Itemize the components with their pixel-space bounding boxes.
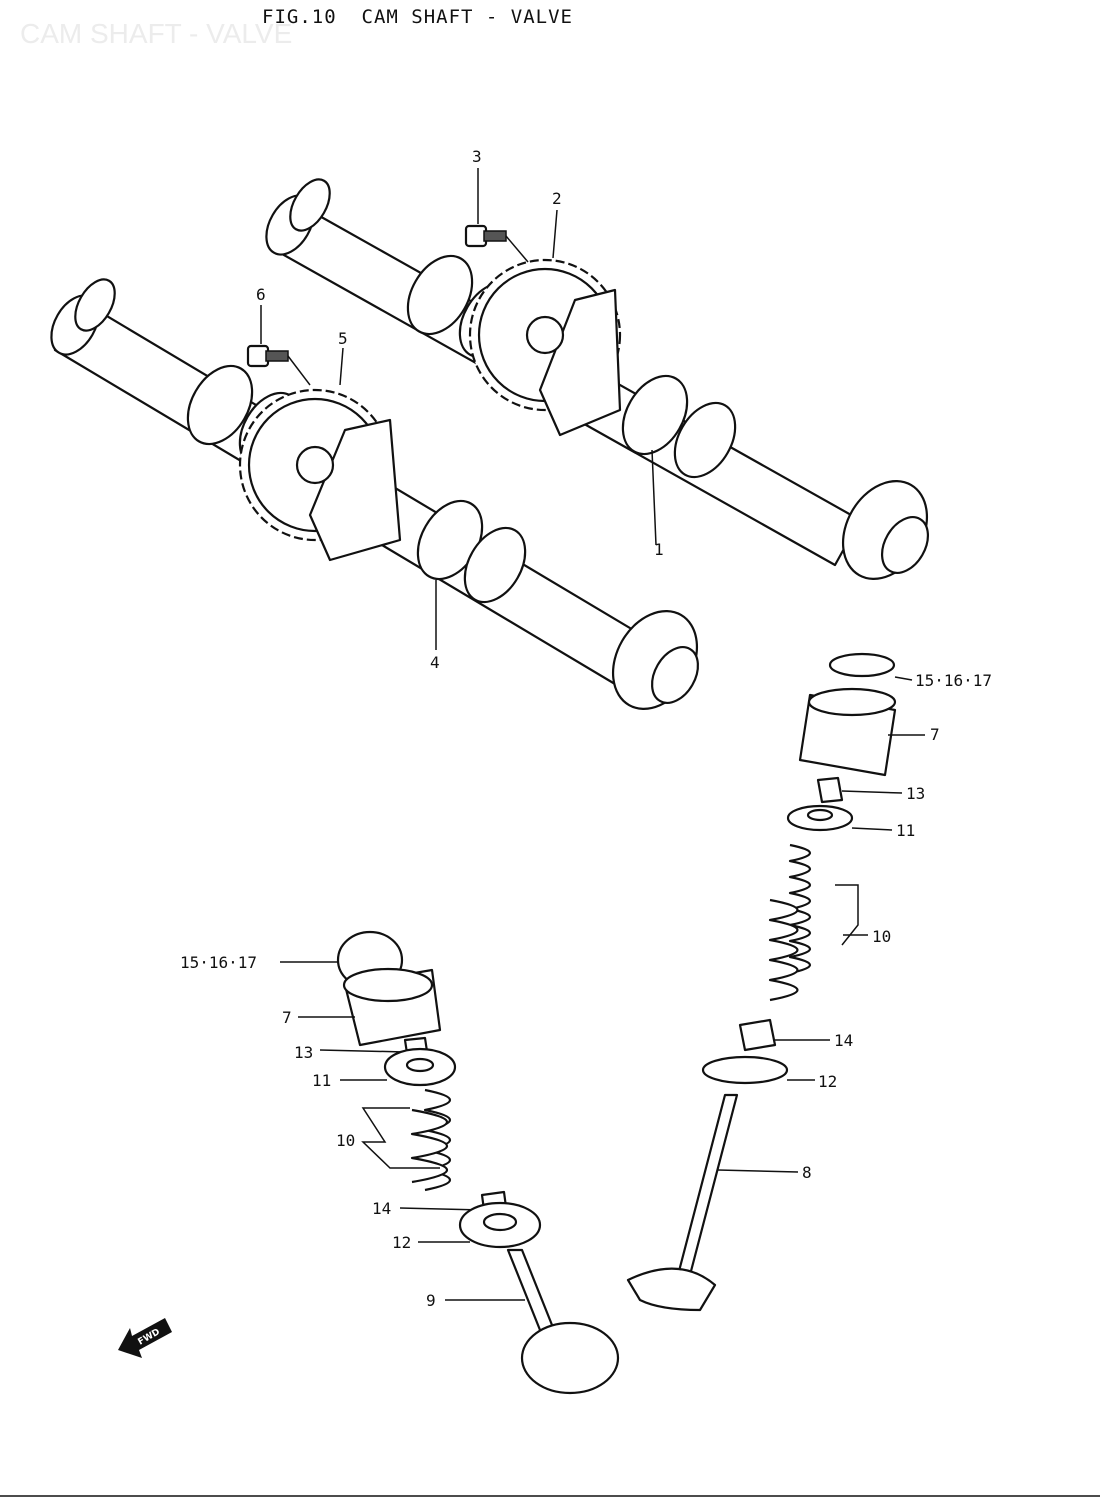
fwd-arrow-icon: FWD bbox=[118, 1318, 172, 1358]
bolt-6 bbox=[246, 305, 311, 386]
retainer-right bbox=[786, 804, 893, 832]
figure-title: FIG.10 CAM SHAFT - VALVE bbox=[262, 6, 573, 28]
callout-9: 9 bbox=[426, 1291, 436, 1310]
callout-3: 3 bbox=[472, 147, 482, 166]
retainer-left bbox=[340, 1047, 457, 1087]
seat-left bbox=[418, 1201, 542, 1249]
callout-15-16-17-right: 15·16·17 bbox=[915, 671, 992, 690]
callout-6: 6 bbox=[256, 285, 266, 304]
seat-right bbox=[701, 1055, 815, 1085]
spring-right bbox=[768, 843, 868, 1002]
callout-14-left: 14 bbox=[372, 1199, 391, 1218]
callout-1: 1 bbox=[654, 540, 664, 559]
callout-5: 5 bbox=[338, 329, 348, 348]
tappet-right bbox=[798, 687, 925, 777]
callout-10-left: 10 bbox=[336, 1131, 355, 1150]
callout-10-right: 10 bbox=[872, 927, 891, 946]
valve-8 bbox=[626, 1093, 799, 1312]
callout-11-left: 11 bbox=[312, 1071, 331, 1090]
callout-11-right: 11 bbox=[896, 821, 915, 840]
shim-right bbox=[828, 652, 913, 681]
cotter-right bbox=[816, 776, 903, 804]
watermark-title: CAM SHAFT - VALVE bbox=[20, 18, 293, 49]
callout-12-left: 12 bbox=[392, 1233, 411, 1252]
bolt-3 bbox=[464, 168, 529, 263]
callout-7-left: 7 bbox=[282, 1008, 292, 1027]
spring-left bbox=[361, 1088, 451, 1192]
seal-right bbox=[738, 1018, 830, 1052]
callout-15-16-17-left: 15·16·17 bbox=[180, 953, 257, 972]
callout-14-right: 14 bbox=[834, 1031, 853, 1050]
valve-9 bbox=[445, 1248, 620, 1395]
tappet-left bbox=[298, 967, 442, 1047]
sprocket-2 bbox=[468, 209, 622, 437]
callout-12-right: 12 bbox=[818, 1072, 837, 1091]
callout-13-left: 13 bbox=[294, 1043, 313, 1062]
sprocket-5 bbox=[238, 347, 402, 562]
callout-2: 2 bbox=[552, 189, 562, 208]
callout-7-right: 7 bbox=[930, 725, 940, 744]
callout-13-right: 13 bbox=[906, 784, 925, 803]
callout-8: 8 bbox=[802, 1163, 812, 1182]
callout-4: 4 bbox=[430, 653, 440, 672]
